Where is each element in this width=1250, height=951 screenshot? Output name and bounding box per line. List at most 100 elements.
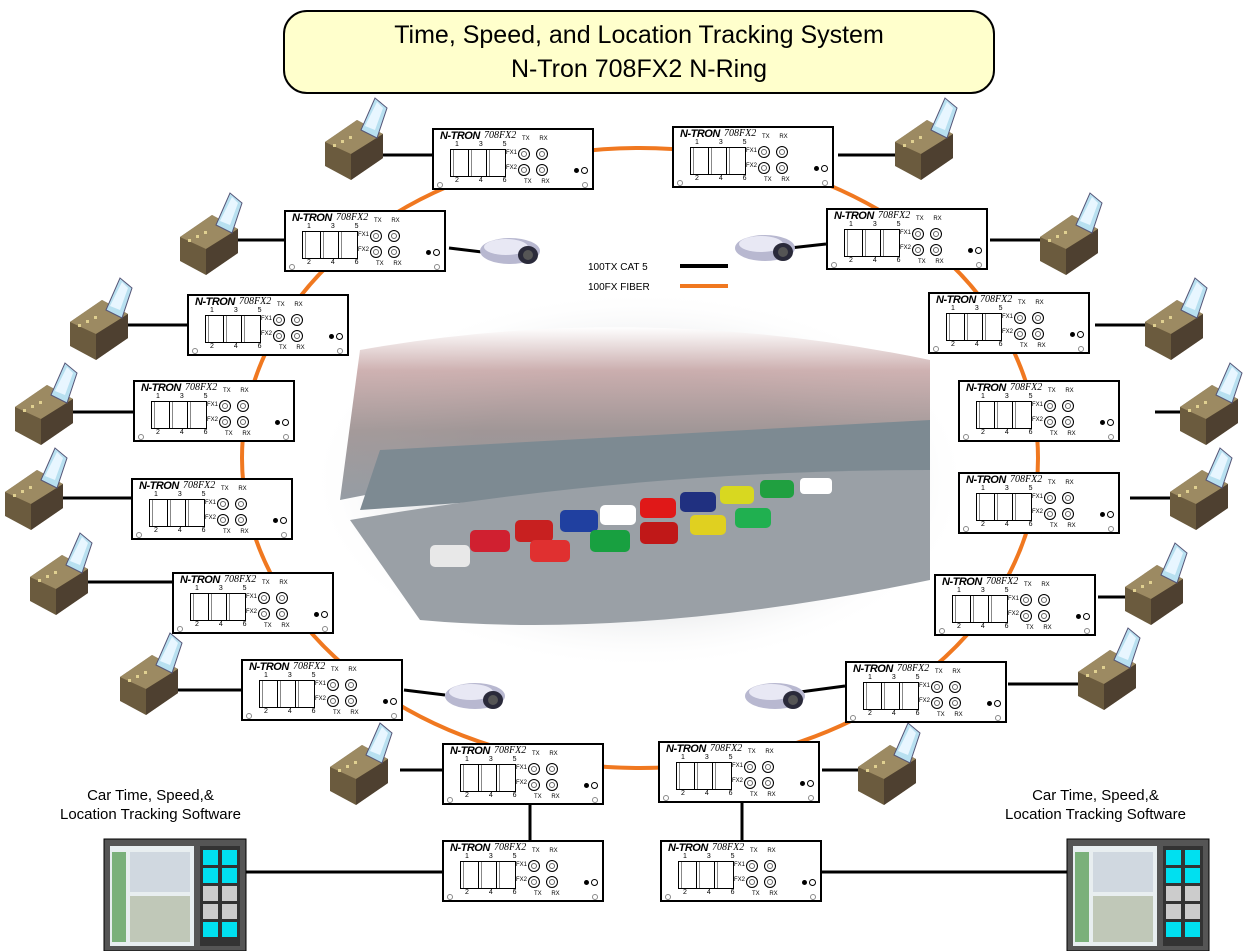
rj45-ports-icon (460, 764, 516, 792)
screw-icon (677, 180, 683, 186)
status-led-icon (1100, 420, 1105, 425)
fiber-port-icon (930, 228, 942, 240)
fiber-port-icon (1062, 400, 1074, 412)
switch-model: 708FX2 (710, 743, 743, 754)
switch-fx1-label: FX1 (261, 316, 273, 322)
legend-copper-label: 100TX CAT 5 (588, 262, 648, 273)
fiber-port-icon (744, 761, 756, 773)
screw-icon (995, 715, 1001, 721)
fiber-port-icon (276, 592, 288, 604)
software-caption-right-line1: Car Time, Speed,& (1032, 787, 1159, 804)
switch-port-numbers-top: 1 3 5 (156, 393, 217, 400)
switch-txrx-bottom: TX RX (534, 891, 560, 897)
screw-icon (831, 262, 837, 268)
switch-port-numbers-bottom: 2 4 6 (465, 792, 526, 799)
fiber-port-icon (528, 860, 540, 872)
switch-txrx-bottom: TX RX (1020, 343, 1046, 349)
status-led-icon (273, 518, 278, 523)
switch-fx2-label: FX2 (1032, 417, 1044, 423)
switch-port-numbers-top: 1 3 5 (154, 491, 215, 498)
screw-icon (663, 795, 669, 801)
copper-links (60, 153, 1180, 874)
switch-fx1-label: FX1 (315, 681, 327, 687)
switch-model: 708FX2 (712, 842, 745, 853)
screw-icon (939, 628, 945, 634)
fiber-port-icon (327, 679, 339, 691)
fiber-port-icon (1038, 610, 1050, 622)
switch-fx1-label: FX1 (506, 150, 518, 156)
switch-txrx-top: TX RX (916, 216, 942, 222)
fiber-port-icon (931, 697, 943, 709)
fiber-port-icon (1044, 508, 1056, 520)
switch-port-numbers-bottom: 2 4 6 (195, 621, 256, 628)
screw-icon (391, 713, 397, 719)
title-line-1: Time, Speed, and Location Tracking Syste… (394, 21, 884, 49)
status-led-icon (584, 783, 589, 788)
fiber-port-icon (912, 244, 924, 256)
fiber-port-icon (219, 400, 231, 412)
switch-fx1-label: FX1 (358, 232, 370, 238)
fiber-port-icon (1032, 312, 1044, 324)
switch-fx2-label: FX2 (205, 515, 217, 521)
switch-fx1-label: FX1 (734, 862, 746, 868)
fiber-port-icon (949, 697, 961, 709)
switch-port-numbers-bottom: 2 4 6 (951, 341, 1012, 348)
fiber-port-icon (327, 695, 339, 707)
fiber-port-icon (1044, 400, 1056, 412)
switch-txrx-top: TX RX (374, 218, 400, 224)
status-led-icon (1070, 332, 1075, 337)
switch-txrx-top: TX RX (522, 136, 548, 142)
fiber-port-icon (518, 148, 530, 160)
fiber-port-icon (276, 608, 288, 620)
switch-fx1-label: FX1 (919, 683, 931, 689)
switch-fx2-label: FX2 (506, 165, 518, 171)
rj45-ports-icon (302, 231, 358, 259)
switch-port-numbers-top: 1 3 5 (455, 141, 516, 148)
screw-icon (281, 532, 287, 538)
fiber-port-icon (536, 164, 548, 176)
switch-model: 708FX2 (484, 130, 517, 141)
switch-txrx-top: TX RX (1048, 480, 1074, 486)
switch-brand: N-TRON (666, 743, 706, 755)
software-panel-right (1066, 838, 1210, 951)
switch-port-numbers-top: 1 3 5 (981, 485, 1042, 492)
switch-txrx-top: TX RX (277, 302, 303, 308)
screw-icon (322, 626, 328, 632)
screw-icon (808, 795, 814, 801)
switch-port-numbers-bottom: 2 4 6 (849, 257, 910, 264)
switch-port-numbers-bottom: 2 4 6 (957, 623, 1018, 630)
switch-model: 708FX2 (494, 745, 527, 756)
fiber-port-icon (746, 876, 758, 888)
switch-port-numbers-bottom: 2 4 6 (868, 710, 929, 717)
switch-model: 708FX2 (183, 480, 216, 491)
fiber-port-icon (776, 162, 788, 174)
fiber-ring (240, 146, 1040, 770)
switch-port-numbers-top: 1 3 5 (307, 223, 368, 230)
switch-brand: N-TRON (668, 842, 708, 854)
status-led-icon (1100, 512, 1105, 517)
switch-txrx-top: TX RX (935, 669, 961, 675)
screw-icon (246, 713, 252, 719)
fiber-port-icon (235, 514, 247, 526)
switch-port-numbers-top: 1 3 5 (264, 672, 325, 679)
fiber-port-icon (949, 681, 961, 693)
status-led-icon (574, 168, 579, 173)
fiber-port-icon (388, 230, 400, 242)
switch-brand: N-TRON (966, 382, 1006, 394)
screw-icon (976, 262, 982, 268)
switch-port-numbers-top: 1 3 5 (465, 756, 526, 763)
screw-icon (582, 182, 588, 188)
switch-brand: N-TRON (450, 745, 490, 757)
screw-icon (850, 715, 856, 721)
switch-fx2-label: FX2 (1002, 329, 1014, 335)
status-led-icon (987, 701, 992, 706)
switch-model: 708FX2 (239, 296, 272, 307)
switch-port-numbers-top: 1 3 5 (683, 853, 744, 860)
